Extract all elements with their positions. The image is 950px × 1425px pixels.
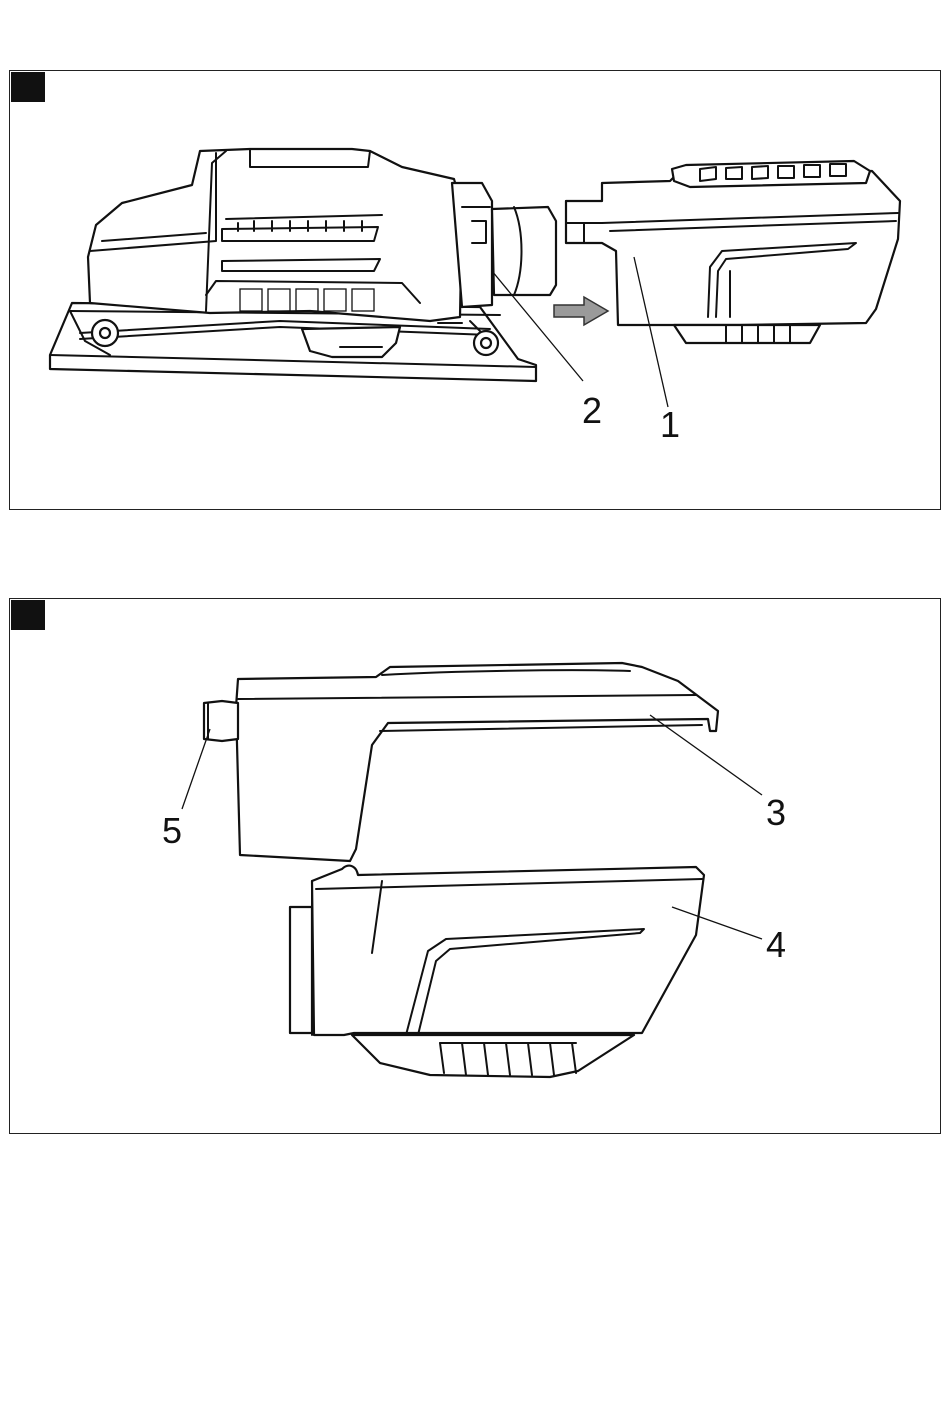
callout-label-3: 3 — [766, 792, 786, 833]
dust-box-ribs — [352, 1035, 634, 1077]
callout-label-1: 1 — [660, 404, 680, 445]
sander-front-clip — [302, 327, 400, 357]
callout-label-2: 2 — [582, 390, 602, 431]
sander-housing — [88, 149, 462, 321]
callout-5: 5 — [162, 729, 210, 851]
sander-base-plate — [50, 303, 536, 381]
dust-box-upper-cover — [236, 663, 718, 861]
callout-3: 3 — [650, 715, 786, 833]
figure-1-panel: 2 1 — [9, 70, 941, 510]
dust-box-lower-tray — [312, 866, 704, 1035]
dust-box-nozzle — [204, 701, 238, 741]
dust-outlet-spigot — [452, 183, 556, 307]
dust-box-grip — [672, 161, 870, 187]
callout-label-5: 5 — [162, 810, 182, 851]
callout-label-4: 4 — [766, 924, 786, 965]
figure-2-panel: 5 3 4 — [9, 598, 941, 1134]
detach-direction-arrow — [554, 297, 608, 325]
figure-2-drawing: 5 3 4 — [10, 599, 942, 1135]
dust-box-rear-step — [290, 907, 312, 1033]
figure-1-drawing: 2 1 — [10, 71, 942, 511]
dust-box — [566, 171, 900, 343]
